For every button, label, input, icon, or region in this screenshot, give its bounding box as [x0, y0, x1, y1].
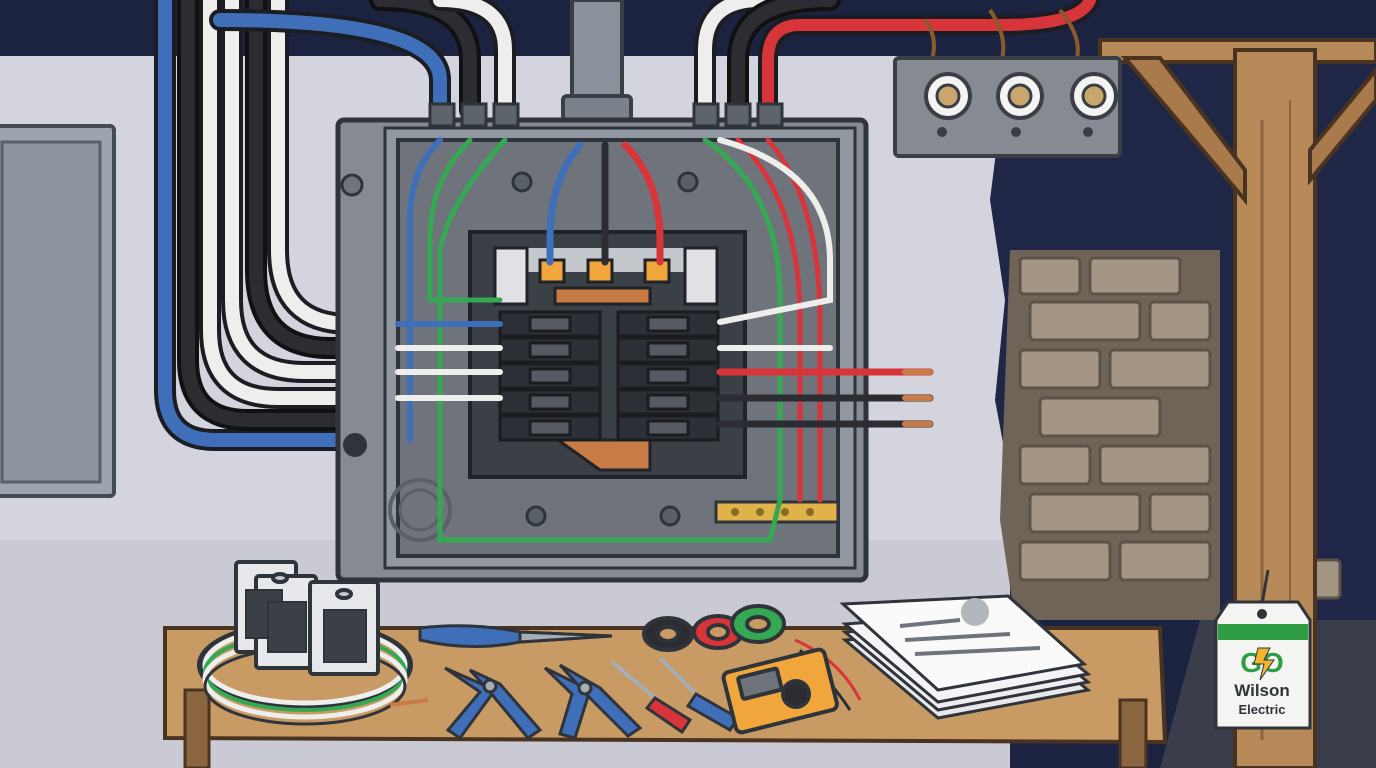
- sub-panel-box: [0, 124, 116, 498]
- screwdriver-icon: [610, 660, 693, 735]
- tag-line-1: Wilson: [1234, 681, 1290, 700]
- multimeter-icon: [721, 638, 862, 735]
- electrical-tape-icon: [642, 604, 786, 652]
- tag-line-2: Electric: [1239, 702, 1286, 717]
- conduit-pipe: [561, 0, 633, 122]
- panel-wiring: [395, 137, 934, 543]
- breaker-package-icon: [234, 560, 380, 676]
- paper-stack-icon: [839, 594, 1092, 720]
- pliers-icon: [543, 663, 643, 740]
- wire-stripper-icon: [444, 666, 543, 741]
- fuse-block-icon: [893, 8, 1122, 158]
- screwdriver-icon: [658, 656, 741, 732]
- hang-tag-icon: GO Wilson Electric: [1214, 569, 1312, 730]
- pliers-icon: [418, 624, 613, 649]
